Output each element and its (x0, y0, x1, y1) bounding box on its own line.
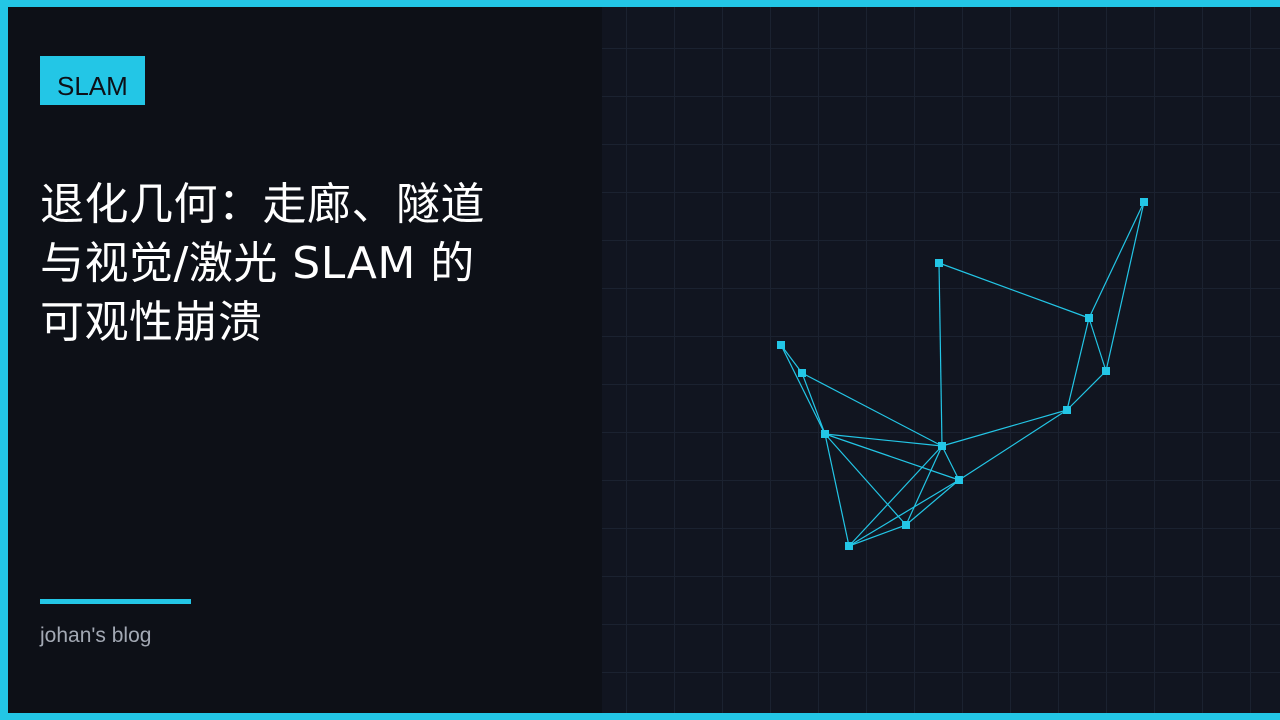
graph-edge (848, 479, 960, 547)
graph-edges (780, 201, 1145, 547)
graph-node (845, 542, 853, 550)
graph-edge (780, 344, 803, 374)
graph-node (955, 476, 963, 484)
graph-node (1085, 314, 1093, 322)
graph-edge (801, 372, 826, 435)
graph-node (1063, 406, 1071, 414)
graph-node (902, 521, 910, 529)
graph-node (1102, 367, 1110, 375)
graph-edge (780, 344, 826, 435)
graph-edge (1066, 370, 1107, 411)
left-panel: SLAM 退化几何：走廊、隧道 与视觉/激光 SLAM 的 可观性崩溃 joha… (8, 7, 602, 713)
graph-edge (824, 433, 850, 547)
graph-edge (1105, 201, 1145, 372)
graph-node (798, 369, 806, 377)
graph-node (1140, 198, 1148, 206)
graph-edge (824, 433, 943, 447)
graph-nodes (777, 198, 1148, 550)
title-line-1: 退化几何：走廊、隧道 (40, 179, 485, 230)
graph-edge (905, 479, 960, 526)
graph-edge (848, 445, 943, 547)
graph-node (777, 341, 785, 349)
category-tag[interactable]: SLAM (40, 56, 145, 105)
graph-edge (801, 372, 943, 447)
graph-edge (824, 433, 907, 526)
post-title: 退化几何：走廊、隧道 与视觉/激光 SLAM 的 可观性崩溃 (40, 175, 560, 352)
title-line-2: 与视觉/激光 SLAM 的 (40, 238, 475, 289)
graph-panel (602, 7, 1280, 713)
graph-edge (905, 445, 943, 526)
title-line-3: 可观性崩溃 (40, 297, 263, 348)
graph-edge (1066, 317, 1090, 411)
graph-edge (1088, 201, 1145, 319)
graph-node (821, 430, 829, 438)
graph-edge (824, 433, 960, 481)
graph-node (935, 259, 943, 267)
pose-graph-icon (777, 198, 1148, 550)
graph-edge (941, 409, 1068, 447)
author-label: johan's blog (40, 624, 152, 647)
graph-edge (1088, 317, 1107, 372)
graph-edge (938, 262, 1090, 319)
graph-edge (938, 262, 943, 447)
graph-edge (941, 445, 960, 481)
graph-node (938, 442, 946, 450)
graph-edge (958, 409, 1068, 481)
graph-edge (848, 524, 907, 547)
accent-divider (40, 599, 191, 604)
